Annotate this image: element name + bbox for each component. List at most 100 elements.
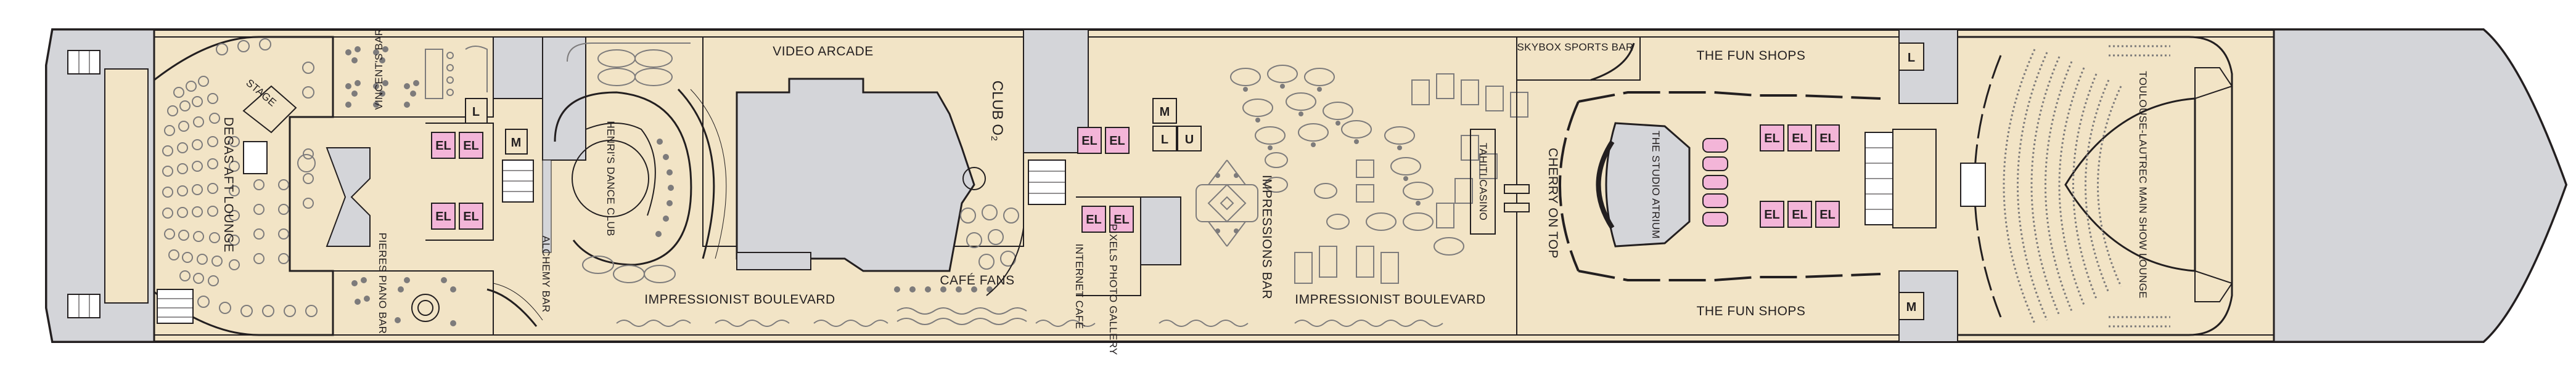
vincents-bar-label: VINCENT'S BAR [373,28,385,110]
restroom-ladies-mid [1152,126,1177,151]
impressions-bar-stools [1215,173,1239,233]
svg-text:EL: EL [1792,208,1808,222]
stern-stair-top [67,50,100,75]
stair-landing-fwd [1892,129,1937,228]
vincents-bar-stools [425,46,488,99]
skybox-bar-counter [1590,42,1635,81]
elevator-bank-aft-top: EL EL [431,132,483,159]
svg-text:EL: EL [1109,134,1125,148]
henris-dance-floor [585,123,656,216]
the-studio-atrium-label: THE STUDIO ATRIUM [1650,131,1662,239]
casino-slot-rows [1294,73,1528,284]
svg-text:EL: EL [1819,208,1836,222]
skybox-sports-bar [1516,36,1641,81]
henris-lounge-pods [567,42,691,283]
tahiti-casino-bar [1470,129,1496,235]
elevator-bank-fwd-bottom: EL EL EL [1760,201,1840,228]
atrium-inner-wall [1605,122,1691,248]
elevator-bank-mid-top: EL EL [1077,127,1130,154]
boulevard-wave-decor [616,307,1443,327]
atrium-glass-ring [1596,140,1615,230]
restroom-men-label: M [1906,300,1917,314]
piano-bar-seats [351,277,456,326]
cafe-fans-round-feature [962,167,986,190]
lounge-stair-upper [243,141,268,174]
the-fun-shops-label-top: THE FUN SHOPS [1697,49,1806,63]
stage [242,85,297,134]
fun-shops-boundary-top [1578,91,1881,103]
pieres-piano-bar-label: PIERES PIANO BAR [377,233,388,334]
theatre-seating-rows [2003,45,2170,328]
alchemy-bar-counter [486,288,538,327]
alchemy-bar-room [333,270,494,336]
main-show-lounge-label: TOULOUSE-LAUTREC MAIN SHOW LOUNGE [2137,71,2149,298]
degas-bar-counter [326,147,371,247]
henris-dance-club-label: HENRI'S DANCE CLUB [605,121,617,236]
impressions-medallion [1196,159,1258,247]
restroom-men-label: M [511,136,522,150]
cafe-fans-seating-row [894,286,993,292]
internet-cafe-label: INTERNET CAFÉ [1073,244,1085,329]
henris-dance-club-wall [554,91,692,266]
svg-text:EL: EL [463,210,479,224]
svg-text:EL: EL [463,139,479,153]
svg-text:EL: EL [1764,132,1780,145]
restroom-ladies-fwd [1898,42,1924,71]
elevator-bank-mid-bottom: EL EL [1081,206,1134,233]
video-arcade-grey-block [736,78,975,272]
cafe-fans-label: CAFÉ FANS [940,273,1014,288]
bow-area [2273,28,2567,343]
restroom-unisex-label: U [1185,133,1194,147]
elevator-bank-aft-bottom: EL EL [431,203,483,230]
degas-aft-lounge-label: DEGAS AFT LOUNGE [221,117,236,252]
elevator-bank-fwd-top: EL EL EL [1760,124,1840,151]
henris-curved-bar [677,88,715,259]
main-show-lounge-wall [1958,36,2233,336]
atrium-outer-curve [1559,101,1580,272]
fun-shops-boundary-bottom [1578,270,1881,281]
stage-notch-top [2194,67,2233,100]
stern-inner-deck [104,68,149,304]
svg-text:EL: EL [1086,213,1102,227]
alchemy-bar-label: ALCHEMY BAR [540,236,552,313]
star-decor-icon [297,154,316,172]
atrium-glass-elevators [1702,138,1728,227]
pixels-gray-room [1140,196,1181,265]
club-o2-curve [986,227,1024,296]
svg-text:EL: EL [1764,208,1780,222]
restroom-men-fwd [1898,292,1924,320]
svg-text:EL: EL [435,210,451,224]
restroom-unisex-mid [1177,126,1202,151]
svg-text:EL: EL [435,139,451,153]
tahiti-casino-label: TAHITI CASINO [1477,143,1489,220]
degas-seating [162,38,318,317]
svg-text:EL: EL [1792,132,1808,145]
restroom-men-label: M [1160,105,1170,119]
club-o2-label: CLUB O₂ [989,81,1006,142]
pixels-photo-gallery-label: PIXELS PHOTO GALLERY [1107,224,1119,355]
piano-icon [411,294,440,322]
stage-notch-bottom [2194,270,2233,302]
service-block-aft [493,36,543,99]
video-arcade-label: VIDEO ARCADE [773,44,874,58]
stern-stair-bottom [67,294,100,318]
casino-door-top [1504,184,1530,194]
show-lounge-side-aisle [1960,163,1986,207]
lounge-stair-lower [157,289,194,324]
show-lounge-stage [2064,97,2196,272]
svg-text:EL: EL [1081,134,1097,148]
henris-dance-floor-circle [572,140,649,217]
svg-text:EL: EL [1819,132,1836,145]
svg-text:EL: EL [1114,213,1130,227]
restroom-ladies-label: L [1908,51,1915,65]
casino-seats [1243,84,1421,206]
casino-door-bottom [1504,203,1530,212]
the-fun-shops-label-bottom: THE FUN SHOPS [1697,304,1806,318]
arcade-counter [736,252,811,270]
impressions-bar-label: IMPRESSIONS BAR [1260,175,1274,299]
impressionist-boulevard-label-fwd: IMPRESSIONIST BOULEVARD [1295,292,1485,307]
aft-elevator-lobby [425,123,494,241]
cafe-fans-tables [960,204,1019,270]
restroom-men-mid [1152,98,1177,124]
restroom-ladies-label: L [1161,133,1168,147]
